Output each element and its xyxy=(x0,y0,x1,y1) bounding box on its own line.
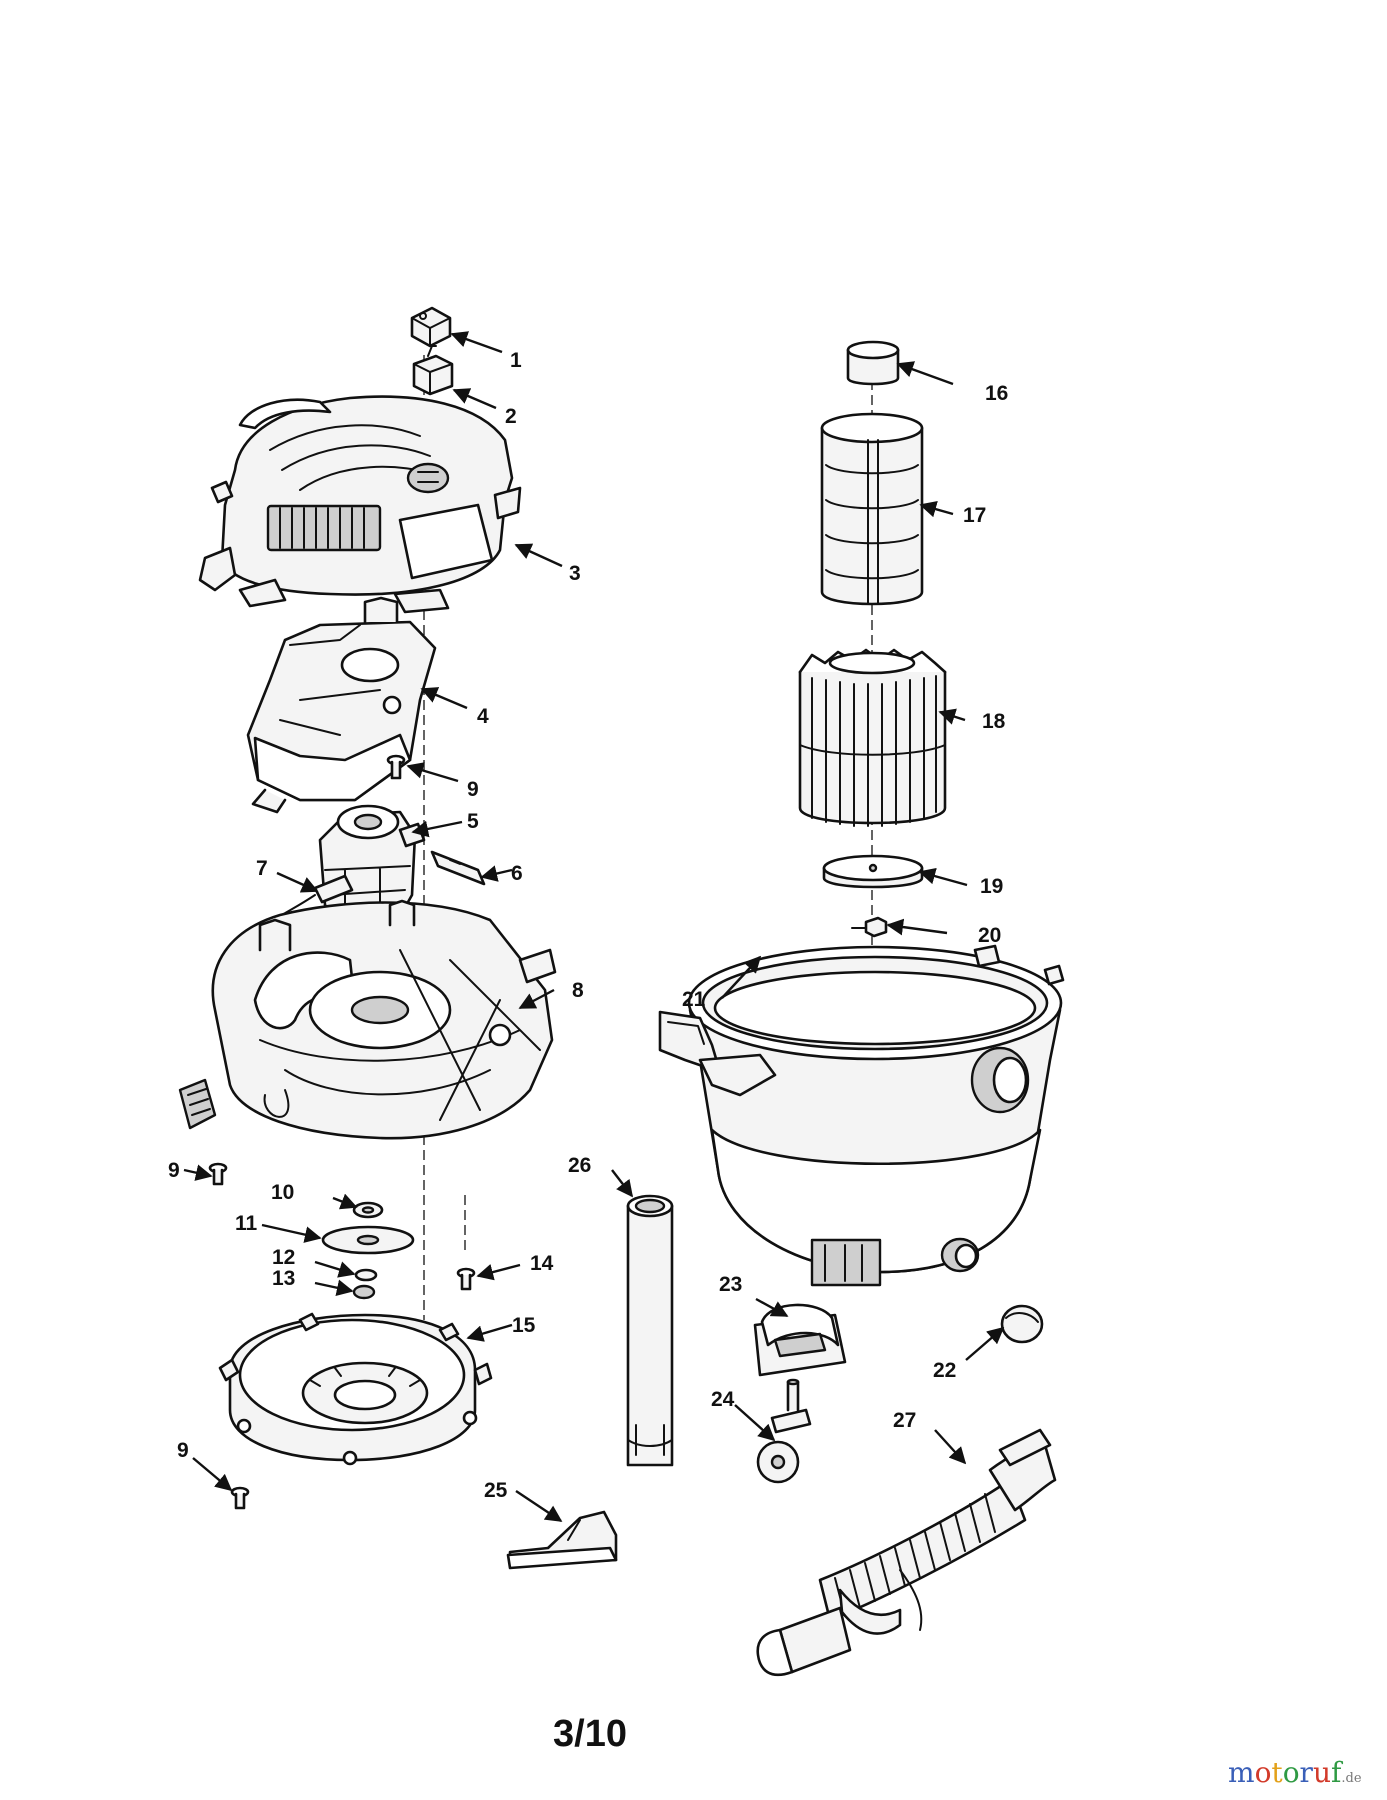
part-25-utility-nozzle xyxy=(506,1510,618,1570)
part-21-drum xyxy=(658,944,1065,1287)
part-10-washer xyxy=(352,1201,384,1219)
part-15-lid-base xyxy=(218,1312,493,1466)
part-9-screw-left xyxy=(208,1162,228,1186)
part-8-lid xyxy=(178,899,557,1140)
watermark-letter: m xyxy=(1228,1756,1255,1789)
label-13: 13 xyxy=(272,1267,295,1290)
part-16-float xyxy=(846,340,900,386)
label-6: 6 xyxy=(511,862,523,885)
part-17-filter-cage xyxy=(820,412,924,606)
part-18-pleated-filter xyxy=(798,648,947,827)
label-9-bottom: 9 xyxy=(177,1439,189,1462)
label-4: 4 xyxy=(477,705,489,728)
label-14: 14 xyxy=(530,1252,554,1275)
label-9-upper: 9 xyxy=(467,778,479,801)
label-18: 18 xyxy=(982,710,1006,733)
watermark-letter: o xyxy=(1254,1756,1272,1789)
label-23: 23 xyxy=(719,1273,742,1296)
watermark-letter: t xyxy=(1271,1756,1283,1789)
leader-arrows xyxy=(183,331,1005,1522)
label-17: 17 xyxy=(963,504,986,527)
part-14-screw xyxy=(456,1267,476,1291)
label-1: 1 xyxy=(510,349,522,372)
label-8: 8 xyxy=(572,979,584,1002)
watermark-letter: o xyxy=(1282,1756,1300,1789)
part-27-hose xyxy=(756,1428,1057,1677)
label-12: 12 xyxy=(272,1246,295,1269)
label-20: 20 xyxy=(978,924,1001,947)
part-9-screw-bottom xyxy=(230,1486,250,1510)
watermark-letter: f xyxy=(1330,1756,1342,1789)
part-19-filter-disc xyxy=(822,854,924,889)
part-24-caster xyxy=(756,1378,812,1484)
watermark-tld: .de xyxy=(1341,1771,1362,1786)
part-9-screw-upper xyxy=(386,754,406,780)
part-22-drain-cap xyxy=(1000,1304,1044,1344)
part-labels: 1 2 3 4 9 5 6 7 8 9 10 11 12 13 14 15 9 … xyxy=(168,349,1008,1502)
part-2-switch xyxy=(412,345,454,396)
part-11-impeller xyxy=(321,1225,415,1255)
part-12-lock-washer xyxy=(354,1268,378,1282)
label-26: 26 xyxy=(568,1154,591,1177)
label-16: 16 xyxy=(985,382,1008,405)
label-27: 27 xyxy=(893,1409,916,1432)
label-22: 22 xyxy=(933,1359,956,1382)
label-19: 19 xyxy=(980,875,1003,898)
watermark-letter: r xyxy=(1299,1756,1313,1789)
part-13-nut xyxy=(352,1284,376,1300)
watermark-letters: motoruf xyxy=(1228,1756,1341,1789)
label-21: 21 xyxy=(682,988,706,1011)
watermark-letter: u xyxy=(1312,1756,1331,1789)
label-2: 2 xyxy=(505,405,517,428)
label-5: 5 xyxy=(467,810,479,833)
part-20-filter-nut xyxy=(851,916,888,938)
label-24: 24 xyxy=(711,1388,735,1411)
part-1-switch-cap xyxy=(410,306,452,348)
page-number: 3/10 xyxy=(553,1713,627,1755)
label-9-left: 9 xyxy=(168,1159,180,1182)
part-4-motor-baffle xyxy=(246,596,437,814)
label-11: 11 xyxy=(235,1212,258,1235)
label-10: 10 xyxy=(271,1181,294,1204)
site-watermark: motoruf.de xyxy=(1228,1758,1362,1794)
label-3: 3 xyxy=(569,562,581,585)
part-3-motor-cover xyxy=(198,395,522,614)
label-25: 25 xyxy=(484,1479,508,1502)
label-15: 15 xyxy=(512,1314,536,1337)
part-6-terminal xyxy=(430,850,486,886)
label-7: 7 xyxy=(256,857,268,880)
part-23-caster-holder xyxy=(753,1303,847,1377)
part-26-extension-wand xyxy=(626,1194,674,1467)
